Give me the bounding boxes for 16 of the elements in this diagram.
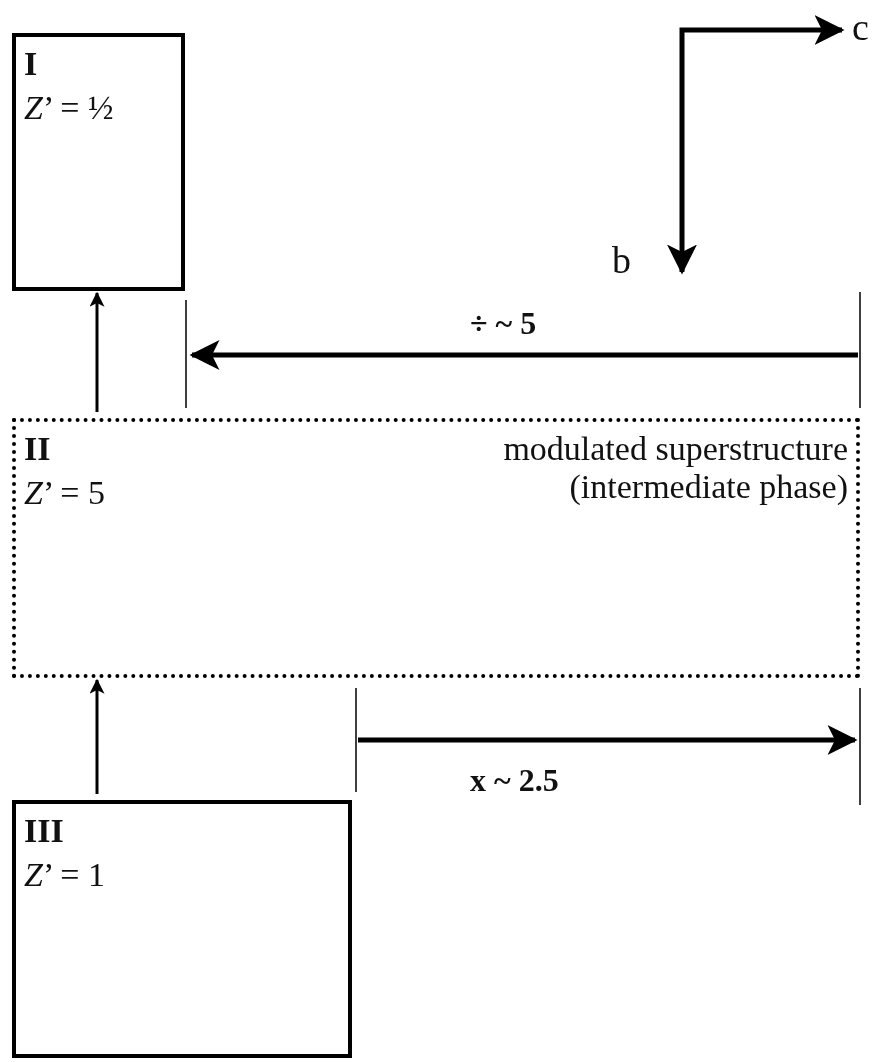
phase-description: modulated superstructure (intermediate phase) <box>502 430 848 506</box>
z-prime-value: Z’ = 5 <box>24 474 105 512</box>
z-prime-value: Z’ = 1 <box>24 856 105 894</box>
dimension-label: ÷ ~ 5 <box>470 305 537 342</box>
phase-numeral: II <box>24 430 51 468</box>
z-prime-value: Z’ = ½ <box>24 89 114 127</box>
unit-cell-box <box>12 800 352 1058</box>
phase-numeral: I <box>24 45 38 83</box>
superstructure-box <box>12 418 860 678</box>
axis-label: c <box>852 5 869 49</box>
dimension-label: x ~ 2.5 <box>470 762 559 799</box>
arrow <box>89 291 105 412</box>
phase-numeral: III <box>24 812 64 850</box>
unit-cell-box <box>12 33 185 291</box>
axis-label: b <box>612 238 631 282</box>
arrow <box>89 678 105 794</box>
